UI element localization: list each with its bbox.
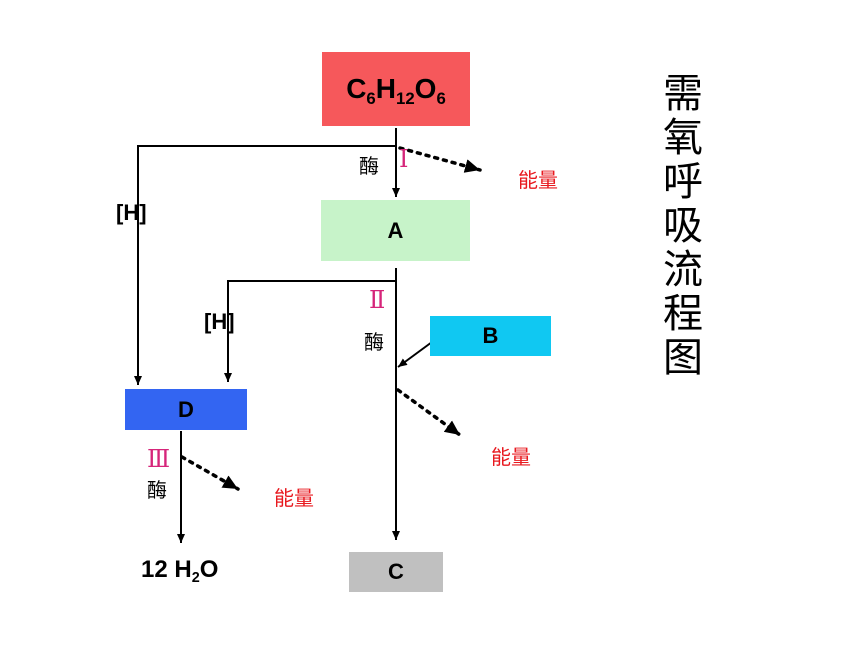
node-a-label: A xyxy=(387,217,404,243)
node-b-label: B xyxy=(482,323,499,348)
node-c-label: C xyxy=(388,559,404,584)
enzyme-label-stage2: 酶 xyxy=(364,330,384,354)
title-char: 吸 xyxy=(663,203,703,249)
title-char: 流 xyxy=(663,247,703,293)
energy-arrow-stage3 xyxy=(180,455,240,491)
h-path-stage1-to-d xyxy=(134,145,396,385)
enzyme-label-stage1: 酶 xyxy=(359,154,379,178)
water-product: 12 H2O xyxy=(141,556,219,587)
energy-arrow-stage1 xyxy=(398,146,482,173)
node-d-box: D xyxy=(125,389,247,430)
title-char: 图 xyxy=(663,335,703,381)
energy-arrow-stage2 xyxy=(396,388,462,437)
stage-2-numeral: Ⅱ xyxy=(369,286,386,314)
title-char: 程 xyxy=(663,291,703,337)
h-path-stage2-to-d xyxy=(224,280,396,382)
h-label-left: [H] xyxy=(116,200,147,225)
diagram-title: 需 氧 呼 吸 流 程 图 xyxy=(658,72,708,380)
glucose-box: C6H12O6 xyxy=(322,52,470,126)
title-char: 氧 xyxy=(663,115,703,161)
enzyme-label-stage3: 酶 xyxy=(147,478,167,502)
energy-label-stage2: 能量 xyxy=(491,445,531,469)
node-c-box: C xyxy=(349,552,443,592)
node-a-box: A xyxy=(321,200,470,261)
energy-label-stage1: 能量 xyxy=(518,168,558,192)
stage-3-numeral: Ⅲ xyxy=(147,445,171,473)
h-label-middle: [H] xyxy=(204,309,235,334)
title-char: 需 xyxy=(663,71,703,117)
arrow-b-to-main xyxy=(397,341,433,368)
node-d-label: D xyxy=(178,396,194,422)
energy-label-stage3: 能量 xyxy=(274,486,314,510)
stage-1-numeral: Ⅰ xyxy=(399,145,409,173)
title-char: 呼 xyxy=(663,159,703,205)
node-b-box: B xyxy=(430,316,551,356)
glucose-formula: C6H12O6 xyxy=(346,73,446,108)
